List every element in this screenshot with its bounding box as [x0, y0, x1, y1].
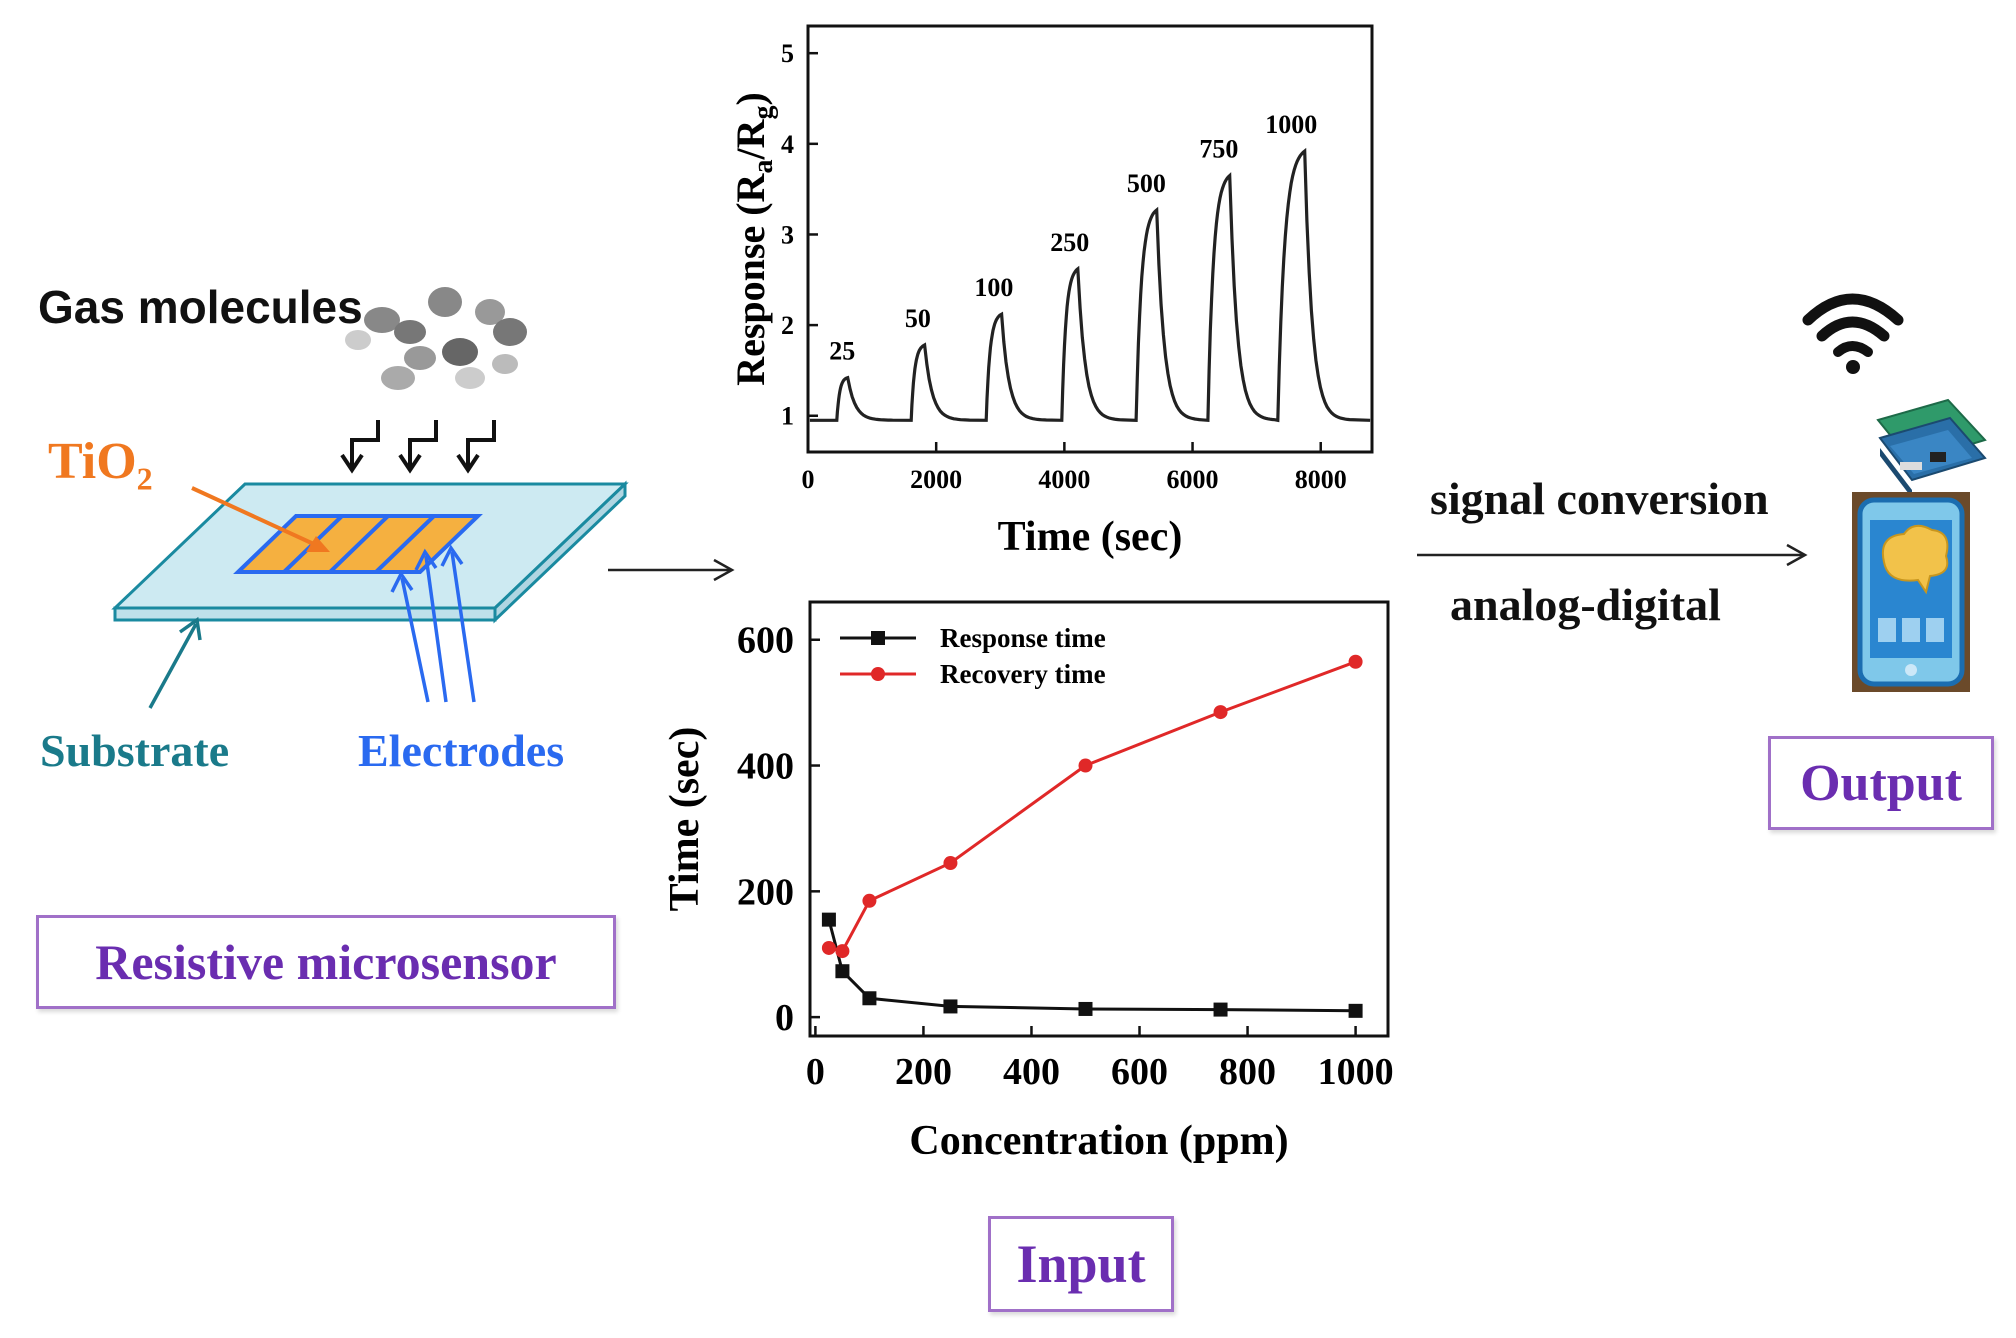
peak-concentration-label: 500	[1127, 169, 1166, 198]
signal-conversion-label: signal conversion	[1430, 473, 1769, 524]
peak-concentration-label: 50	[905, 304, 931, 333]
analog-digital-label: analog-digital	[1450, 579, 1721, 630]
x-tick-label: 1000	[1318, 1051, 1394, 1093]
y-tick-label: 2	[781, 311, 794, 340]
peak-concentration-label: 750	[1199, 135, 1238, 164]
x-tick-label: 600	[1111, 1051, 1168, 1093]
wifi-icon	[1802, 293, 1904, 374]
y-tick-label: 200	[737, 871, 794, 913]
gas-molecules-label: Gas molecules	[38, 281, 363, 333]
substrate-pointer-arrow	[148, 616, 202, 709]
x-tick-label: 8000	[1295, 465, 1347, 494]
x-tick-label: 0	[806, 1051, 825, 1093]
data-point-recovery-time	[943, 856, 958, 871]
smartphone-icon	[1852, 492, 1970, 692]
substrate-label: Substrate	[40, 725, 230, 776]
output-devices	[1802, 293, 1987, 692]
tio2-electrode-pattern	[233, 514, 483, 574]
y-axis-label-subscript: a	[748, 160, 779, 174]
y-axis-label: Response (Ra/Rg)	[728, 92, 779, 386]
y-axis-label-subscript: g	[748, 106, 779, 120]
gas-molecules-icon	[345, 287, 527, 390]
x-tick-label: 200	[895, 1051, 952, 1093]
y-axis-label-part: /R	[728, 118, 773, 160]
data-point-recovery-time	[821, 940, 836, 955]
x-tick-label: 400	[1003, 1051, 1060, 1093]
data-point-response-time	[862, 991, 877, 1006]
data-point-recovery-time	[862, 893, 877, 908]
x-axis-label: Concentration (ppm)	[909, 1118, 1288, 1164]
peak-concentration-label: 250	[1050, 228, 1089, 257]
data-point-response-time	[943, 999, 958, 1014]
x-tick-label: 2000	[910, 465, 962, 494]
data-point-recovery-time	[1078, 758, 1093, 773]
data-point-recovery-time	[835, 944, 850, 959]
time-vs-concentration-chart: 0 200 400 600 800 1000 0 200 400 600Concentration…	[662, 600, 1394, 1164]
tio2-label-text: TiO	[48, 433, 137, 490]
y-axis-label-part: Response (R	[728, 172, 773, 385]
input-caption: Input	[988, 1216, 1174, 1312]
x-tick-label: 0	[802, 465, 815, 494]
electrode-pointer-arrows	[390, 544, 476, 703]
peak-concentration-label: 1000	[1265, 110, 1317, 139]
y-tick-label: 600	[737, 620, 794, 662]
data-point-response-time	[835, 964, 850, 979]
output-caption: Output	[1768, 736, 1994, 830]
legend-label: Recovery time	[940, 659, 1106, 689]
output-caption-text: Output	[1800, 754, 1962, 812]
x-tick-label: 800	[1219, 1051, 1276, 1093]
conversion-arrow	[1417, 543, 1808, 567]
y-axis-label: Time (sec)	[662, 727, 708, 912]
data-point-recovery-time	[1348, 654, 1363, 669]
legend-marker	[871, 631, 885, 645]
sensor-diagram	[111, 287, 629, 709]
plot-frame	[808, 600, 1390, 1038]
gas-flow-arrows	[340, 420, 496, 474]
sensor-to-input-arrow	[608, 558, 735, 582]
peak-concentration-label: 100	[974, 273, 1013, 302]
x-tick-label: 6000	[1167, 465, 1219, 494]
y-tick-label: 400	[737, 746, 794, 788]
x-axis-label: Time (sec)	[998, 514, 1183, 560]
data-point-response-time	[1213, 1002, 1228, 1017]
input-caption-text: Input	[1016, 1234, 1146, 1294]
response-signal-line	[809, 147, 1371, 423]
data-point-response-time	[1348, 1003, 1363, 1018]
tio2-pointer-arrow	[191, 486, 330, 552]
series-line-recovery-time	[828, 660, 1357, 953]
tio2-label-subscript: 2	[136, 460, 153, 497]
series-line-response-time	[827, 919, 1356, 1013]
y-tick-label: 0	[775, 997, 794, 1039]
y-tick-label: 3	[781, 220, 794, 249]
y-tick-label: 4	[781, 130, 794, 159]
data-point-recovery-time	[1213, 705, 1228, 720]
plot-frame	[806, 24, 1374, 454]
tio2-label: TiO2	[48, 432, 153, 497]
y-tick-label: 1	[781, 402, 794, 431]
resistive-microsensor-caption: Resistive microsensor	[36, 915, 616, 1009]
legend-label: Response time	[940, 623, 1106, 653]
legend-marker	[871, 667, 885, 681]
circuit-board-icon	[1876, 398, 1987, 498]
y-axis-label-part: )	[728, 92, 773, 105]
resistive-microsensor-caption-text: Resistive microsensor	[95, 934, 557, 990]
data-point-response-time	[1078, 1001, 1093, 1016]
peak-concentration-label: 25	[829, 337, 855, 366]
data-point-response-time	[821, 912, 836, 927]
x-tick-label: 4000	[1038, 465, 1090, 494]
electrodes-label: Electrodes	[358, 725, 565, 776]
y-tick-label: 5	[781, 39, 794, 68]
